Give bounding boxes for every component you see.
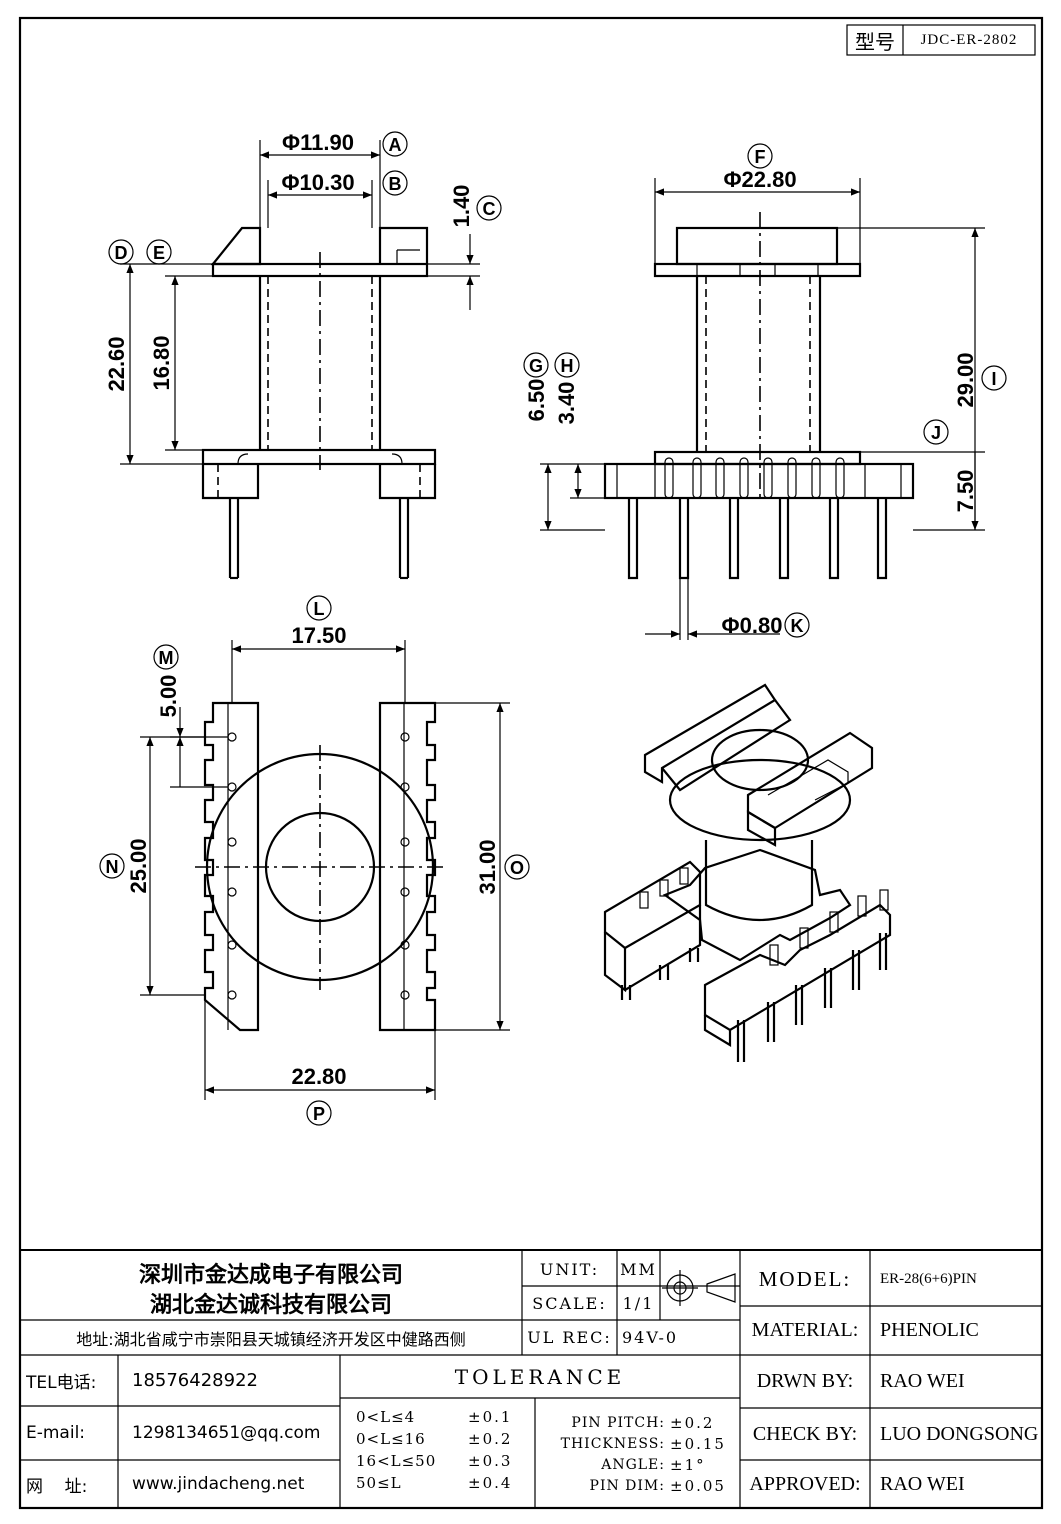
unit-label: UNIT: — [539, 1259, 600, 1279]
marker-p: P — [313, 1104, 325, 1124]
model-box — [846, 24, 1036, 56]
marker-d: D — [115, 243, 128, 263]
projection-symbol-icon — [662, 1270, 736, 1306]
pin-dim-value: ±0.05 — [670, 1477, 726, 1495]
model-value: ER-28(6+6)PIN — [880, 1270, 977, 1287]
dim-k: Φ0.80 — [722, 613, 783, 638]
pin-pitch-value: ±0.2 — [670, 1414, 715, 1432]
material-value: PHENOLIC — [880, 1319, 979, 1341]
check-by-value: LUO DONGSONG — [880, 1422, 1039, 1445]
dim-g: 6.50 — [524, 379, 549, 422]
check-by-label: CHECK BY: — [752, 1422, 858, 1445]
marker-g: G — [529, 356, 543, 376]
tol-range-2: 0<L≤16 — [356, 1430, 426, 1448]
marker-o: O — [510, 858, 524, 878]
marker-f: F — [755, 147, 766, 167]
dim-j: 7.50 — [953, 470, 978, 513]
drawn-by-label: DRWN BY: — [756, 1370, 854, 1392]
material-label: MATERIAL: — [751, 1319, 859, 1341]
tol-range-1: 0<L≤4 — [356, 1408, 416, 1426]
model-box-value: JDC-ER-2802 — [920, 31, 1018, 48]
tol-range-4: 50≤L — [356, 1474, 402, 1492]
dim-o: 31.00 — [475, 839, 500, 894]
web-value[interactable]: www.jindacheng.net — [132, 1474, 305, 1494]
ulrec-label: UL REC: — [527, 1328, 612, 1347]
marker-a: A — [389, 135, 402, 155]
email-label: E-mail: — [26, 1423, 86, 1443]
marker-m: M — [159, 648, 174, 668]
side-view — [540, 178, 985, 640]
dim-f: Φ22.80 — [723, 167, 796, 192]
thickness-label: THICKNESS: — [560, 1436, 665, 1452]
model-box-label: 型号 — [855, 29, 895, 54]
marker-n: N — [106, 857, 119, 877]
tolerance-title: TOLERANCE — [454, 1365, 626, 1389]
tel-label: TEL电话: — [26, 1373, 97, 1393]
ulrec-value: 94V-0 — [622, 1328, 679, 1347]
dim-c: 1.40 — [449, 185, 474, 228]
drawn-by-value: RAO WEI — [880, 1370, 965, 1392]
dim-b: Φ10.30 — [281, 170, 354, 195]
marker-l: L — [314, 599, 325, 619]
marker-j: J — [931, 423, 941, 443]
scale-value: 1/1 — [622, 1293, 655, 1313]
tol-range-3: 16<L≤50 — [356, 1452, 437, 1470]
dim-m: 5.00 — [156, 675, 181, 718]
angle-label: ANGLE: — [601, 1457, 665, 1473]
scale-label: SCALE: — [532, 1293, 607, 1313]
isometric-view — [603, 683, 892, 1062]
title-block-grid — [19, 1249, 1043, 1509]
front-view — [120, 140, 480, 580]
unit-value: MM — [620, 1259, 657, 1279]
dim-h: 3.40 — [554, 382, 579, 425]
marker-e: E — [153, 243, 165, 263]
dim-e: 16.80 — [149, 335, 174, 390]
tol-value-4: ±0.4 — [468, 1474, 513, 1492]
angle-value: ±1° — [670, 1456, 706, 1474]
web-label: 网 址: — [26, 1476, 88, 1497]
bottom-view — [140, 640, 510, 1100]
marker-k: K — [791, 616, 804, 636]
tol-value-3: ±0.3 — [468, 1452, 513, 1470]
thickness-value: ±0.15 — [670, 1435, 726, 1453]
marker-h: H — [561, 356, 574, 376]
marker-b: B — [389, 174, 402, 194]
marker-c: C — [483, 199, 496, 219]
marker-i: I — [991, 369, 996, 389]
company-name-2: 湖北金达诚科技有限公司 — [149, 1293, 392, 1318]
company-name-1: 深圳市金达成电子有限公司 — [138, 1263, 403, 1288]
dimension-markers — [99, 131, 1007, 1126]
pin-pitch-label: PIN PITCH: — [571, 1415, 665, 1431]
dim-i: 29.00 — [953, 352, 978, 407]
approved-value: RAO WEI — [880, 1472, 965, 1495]
dim-l: 17.50 — [291, 623, 346, 648]
email-value[interactable]: 1298134651@qq.com — [132, 1423, 321, 1443]
dim-d: 22.60 — [104, 336, 129, 391]
tol-value-2: ±0.2 — [468, 1430, 513, 1448]
tel-value: 18576428922 — [132, 1370, 258, 1391]
company-address: 地址:湖北省咸宁市崇阳县天城镇经济开发区中健路西侧 — [76, 1330, 466, 1349]
dim-p: 22.80 — [291, 1064, 346, 1089]
tol-value-1: ±0.1 — [468, 1408, 513, 1426]
dim-a: Φ11.90 — [282, 130, 354, 155]
approved-label: APPROVED: — [749, 1472, 861, 1495]
model-label: MODEL: — [758, 1266, 852, 1291]
dim-n: 25.00 — [126, 838, 151, 893]
pin-dim-label: PIN DIM: — [589, 1478, 665, 1494]
